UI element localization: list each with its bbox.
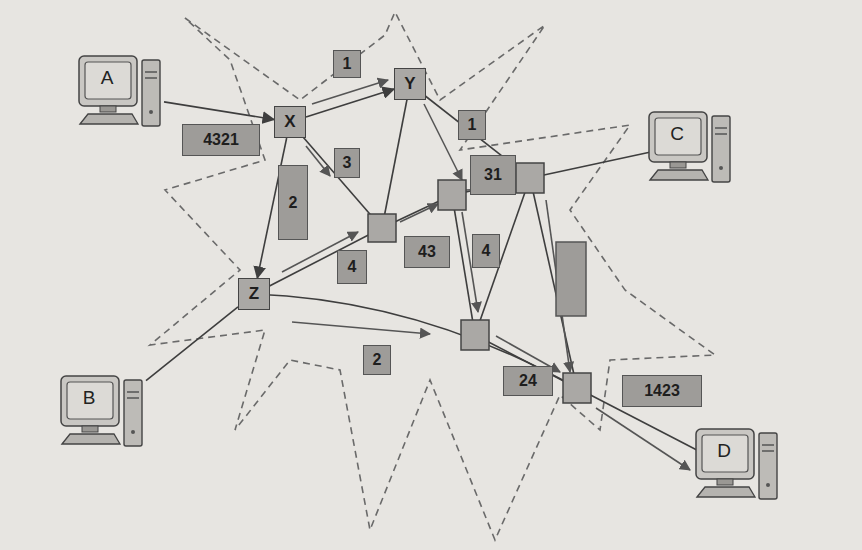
computer-drawing — [78, 52, 164, 138]
router-square — [438, 180, 466, 210]
computer-part — [142, 60, 160, 126]
packet-box: 2 — [278, 165, 308, 240]
computer-icon: A — [78, 52, 164, 138]
computer-label: A — [84, 67, 130, 89]
computer-part — [715, 133, 727, 135]
computer-part — [79, 56, 137, 106]
computer-icon: C — [648, 108, 734, 194]
router-square — [461, 320, 489, 350]
computer-drawing — [695, 425, 781, 511]
packet-box: 4321 — [182, 124, 260, 156]
computer-part — [762, 444, 774, 446]
packet-number: 2 — [373, 351, 382, 369]
packet-box: 1 — [458, 110, 486, 140]
computer-icon: B — [60, 372, 146, 458]
flow-arrow — [424, 104, 462, 180]
computer-part — [719, 166, 723, 170]
packet-number: 4 — [348, 258, 357, 276]
computer-part — [131, 430, 135, 434]
link-line — [146, 307, 238, 381]
computer-label: D — [701, 440, 747, 462]
packet-box: 4 — [337, 250, 367, 284]
computer-icon: D — [695, 425, 781, 511]
link-line — [164, 102, 274, 120]
link-line — [306, 89, 394, 117]
packet-number: 1423 — [644, 382, 680, 400]
router-node: Z — [238, 278, 270, 310]
router-label: Y — [404, 74, 415, 94]
packet-number: 2 — [289, 194, 298, 212]
packet-number: 3 — [343, 154, 352, 172]
packet-number: 24 — [519, 372, 537, 390]
router-node: X — [274, 106, 306, 138]
packet-number: 43 — [418, 243, 436, 261]
packet-number: 31 — [484, 166, 502, 184]
computer-part — [717, 479, 733, 485]
flow-arrow — [312, 80, 388, 104]
computer-part — [145, 71, 157, 73]
computer-label: B — [66, 387, 112, 409]
computer-part — [762, 450, 774, 452]
packet-number: 1 — [468, 116, 477, 134]
computer-part — [697, 487, 755, 497]
packet-box: 2 — [363, 345, 391, 375]
link-line — [382, 84, 410, 228]
packet-box — [556, 242, 586, 316]
computer-drawing — [648, 108, 734, 194]
packet-box: 31 — [470, 155, 516, 195]
router-square — [563, 373, 591, 403]
computer-part — [759, 433, 777, 499]
computer-part — [655, 118, 701, 155]
packet-number: 1 — [343, 55, 352, 73]
computer-part — [124, 380, 142, 446]
router-square — [516, 163, 544, 193]
computer-label: C — [654, 123, 700, 145]
computer-part — [712, 116, 730, 182]
computer-part — [85, 62, 131, 99]
packet-box: 4 — [472, 234, 500, 268]
computer-part — [62, 434, 120, 444]
computer-part — [67, 382, 113, 419]
flow-arrow — [292, 322, 430, 334]
router-label: X — [284, 112, 295, 132]
flow-arrow — [400, 204, 438, 222]
router-square — [368, 214, 396, 242]
flow-arrow — [306, 146, 330, 176]
flow-arrow — [596, 408, 690, 470]
computer-part — [100, 106, 116, 112]
packet-box: 1423 — [622, 375, 702, 407]
computer-part — [80, 114, 138, 124]
computer-part — [145, 77, 157, 79]
packet-number: 4 — [482, 242, 491, 260]
link-line — [530, 150, 660, 178]
packet-box: 24 — [503, 366, 553, 396]
computer-part — [127, 397, 139, 399]
packet-box: 3 — [334, 148, 360, 178]
packet-box: 1 — [333, 50, 361, 78]
network-cloud — [150, 12, 715, 540]
computer-part — [715, 127, 727, 129]
computer-part — [127, 391, 139, 393]
router-node: Y — [394, 68, 426, 100]
packet-number: 4321 — [203, 131, 239, 149]
computer-part — [702, 435, 748, 472]
computer-part — [650, 170, 708, 180]
computer-part — [766, 483, 770, 487]
computer-part — [670, 162, 686, 168]
computer-part — [649, 112, 707, 162]
computer-drawing — [60, 372, 146, 458]
computer-part — [149, 110, 153, 114]
computer-part — [696, 429, 754, 479]
computer-part — [82, 426, 98, 432]
packet-box: 43 — [404, 236, 450, 268]
computer-part — [61, 376, 119, 426]
link-line — [475, 178, 530, 335]
link-line — [254, 228, 382, 294]
router-label: Z — [249, 284, 259, 304]
